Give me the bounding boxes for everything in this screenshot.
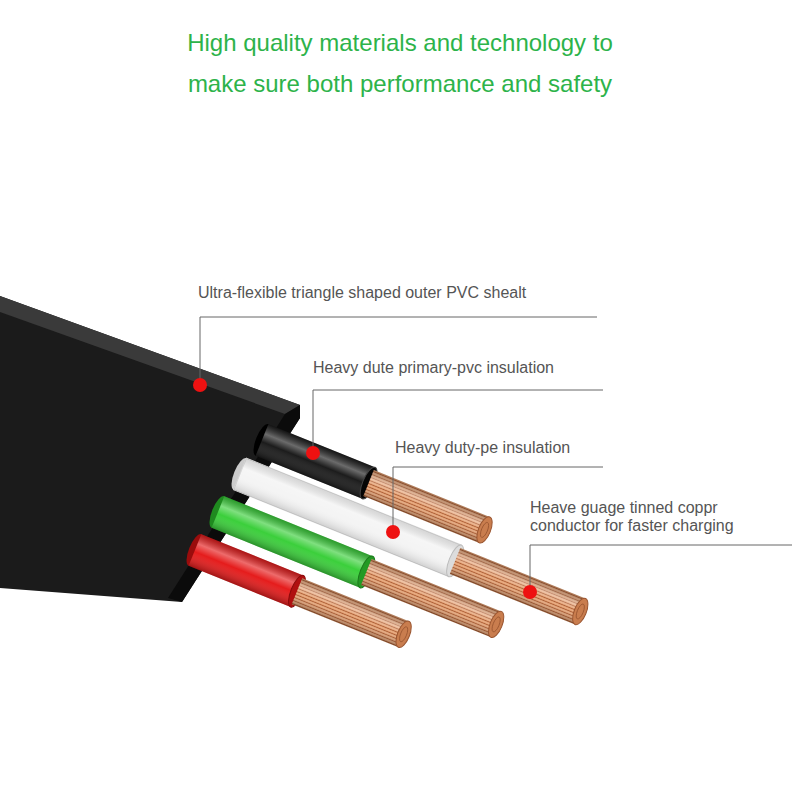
leader-line [530,545,792,586]
callout-dot [386,525,400,539]
callout-label: Heave guage tinned coppr conductor for f… [528,499,784,535]
callout-dots [193,378,537,599]
callout-label: Heavy duty-pe insulation [393,439,572,457]
red-wire [183,532,415,652]
sheath-top-face [0,296,300,414]
callout-dot [523,585,537,599]
leader-lines [200,317,792,586]
callout-dot [193,378,207,392]
leader-line [200,317,597,379]
callout-label: Heavy dute primary-pvc insulation [311,359,556,377]
callout-label: Ultra-flexible triangle shaped outer PVC… [196,284,528,302]
callout-dot [306,446,320,460]
heading: High quality materials and technology to… [110,22,690,104]
